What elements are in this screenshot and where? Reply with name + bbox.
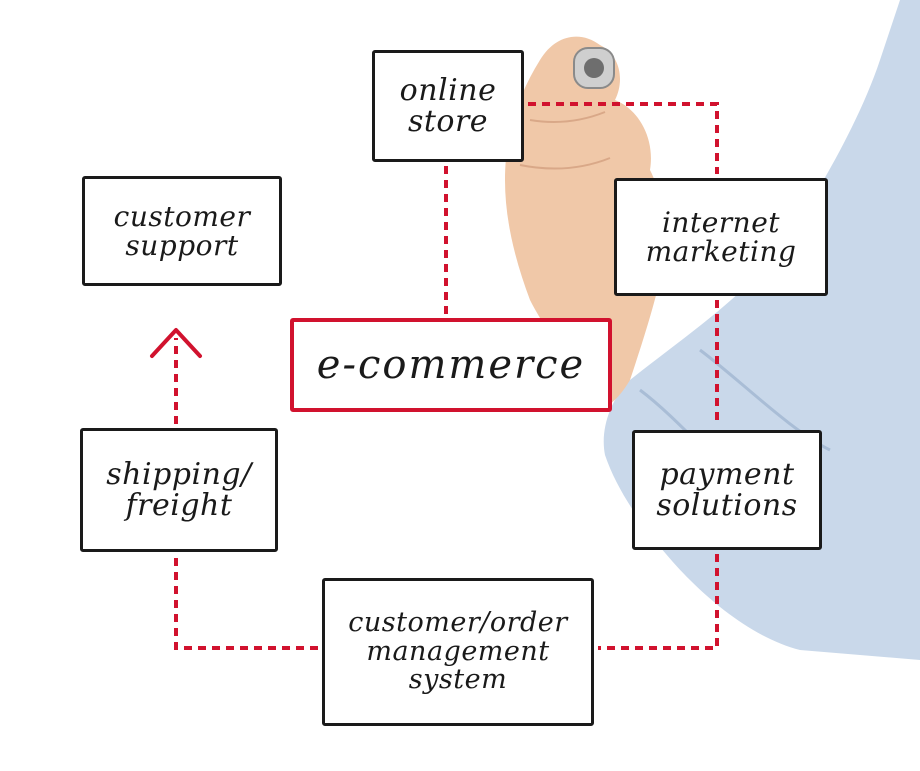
node-online-store: online store: [372, 50, 524, 162]
node-customer-support: customer support: [82, 176, 282, 286]
node-label-line: support: [125, 229, 239, 262]
node-label-line: marketing: [645, 235, 797, 268]
hand: [505, 36, 666, 408]
node-label-line: store: [407, 104, 489, 139]
connector-payment-to-order: [598, 554, 719, 650]
node-label-line: freight: [125, 488, 233, 523]
node-label-line: online: [399, 72, 497, 108]
node-payment-solutions: payment solutions: [632, 430, 822, 550]
node-order-management-system: customer/order management system: [322, 578, 594, 726]
central-label: e-commerce: [316, 342, 586, 388]
shirt-sleeve: [603, 0, 920, 660]
node-label-line: system: [408, 664, 508, 696]
node-label-line: management: [366, 635, 550, 667]
node-label-line: solutions: [656, 488, 798, 523]
node-label-line: payment: [659, 456, 795, 492]
node-label-line: internet: [661, 205, 781, 239]
connector-order-to-shipping: [174, 556, 318, 650]
node-label-line: customer/order: [348, 607, 568, 639]
node-e-commerce-central: e-commerce: [290, 318, 612, 412]
node-label-line: shipping/: [106, 456, 252, 492]
node-shipping-freight: shipping/ freight: [80, 428, 278, 552]
connector-store-to-marketing: [528, 102, 719, 174]
finger-line: [519, 111, 611, 170]
marker-tip: [584, 58, 604, 78]
node-label-line: customer: [113, 199, 251, 233]
arrowhead-up: [150, 328, 202, 358]
node-internet-marketing: internet marketing: [614, 178, 828, 296]
